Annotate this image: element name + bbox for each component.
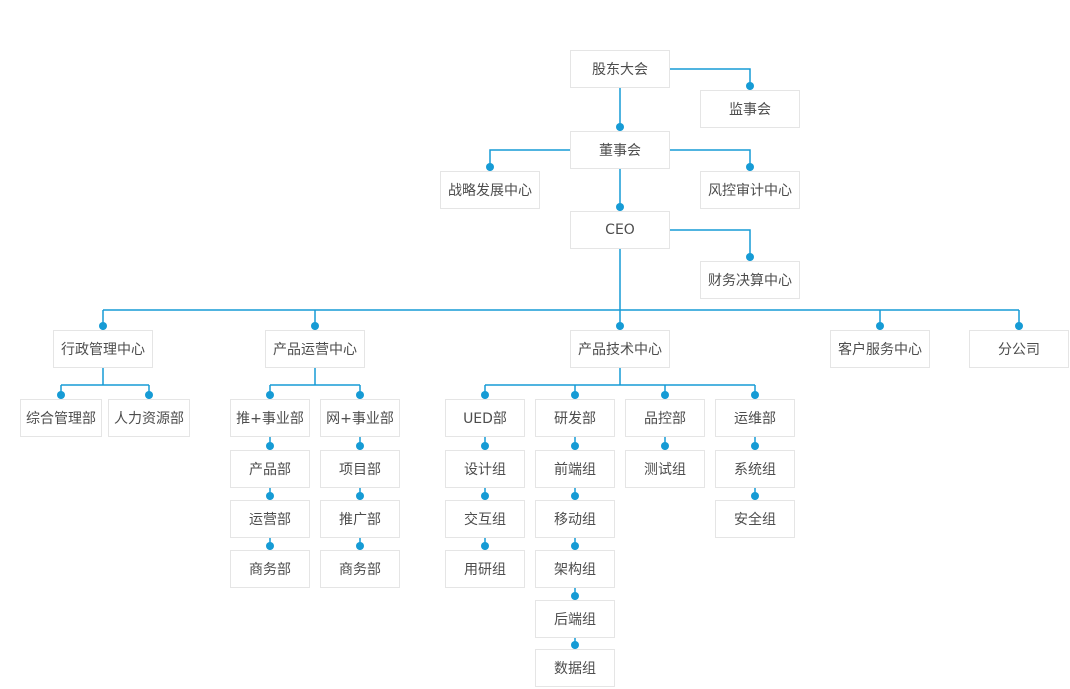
tier-drop-connectors	[102, 309, 1020, 330]
org-node-interaction-group[interactable]: 交互组	[445, 500, 525, 538]
org-node-ceo[interactable]: CEO	[570, 211, 670, 249]
org-node-branch[interactable]: 分公司	[969, 330, 1069, 368]
org-node-design-group[interactable]: 设计组	[445, 450, 525, 488]
org-node-supervisory[interactable]: 监事会	[700, 90, 800, 128]
org-node-research-group[interactable]: 用研组	[445, 550, 525, 588]
org-node-shareholders[interactable]: 股东大会	[570, 50, 670, 88]
org-node-wang-division[interactable]: 网+事业部	[320, 399, 400, 437]
org-node-finance[interactable]: 财务决算中心	[700, 261, 800, 299]
org-node-general-dept[interactable]: 综合管理部	[20, 399, 102, 437]
org-node-qc-dept[interactable]: 品控部	[625, 399, 705, 437]
org-node-product-dept[interactable]: 产品部	[230, 450, 310, 488]
org-node-tech-center[interactable]: 产品技术中心	[570, 330, 670, 368]
org-node-ops-center[interactable]: 产品运营中心	[265, 330, 365, 368]
org-node-operation-dept[interactable]: 运营部	[230, 500, 310, 538]
org-node-board[interactable]: 董事会	[570, 131, 670, 169]
org-node-test-group[interactable]: 测试组	[625, 450, 705, 488]
org-node-security-group[interactable]: 安全组	[715, 500, 795, 538]
org-node-project-dept[interactable]: 项目部	[320, 450, 400, 488]
org-node-strategy[interactable]: 战略发展中心	[440, 171, 540, 209]
org-node-promotion-dept[interactable]: 推广部	[320, 500, 400, 538]
org-node-business-dept-tui[interactable]: 商务部	[230, 550, 310, 588]
org-node-frontend-group[interactable]: 前端组	[535, 450, 615, 488]
org-node-admin-center[interactable]: 行政管理中心	[53, 330, 153, 368]
sub-branch-connectors	[60, 368, 756, 399]
org-node-tui-division[interactable]: 推+事业部	[230, 399, 310, 437]
org-node-om-dept[interactable]: 运维部	[715, 399, 795, 437]
org-node-business-dept-wang[interactable]: 商务部	[320, 550, 400, 588]
org-node-hr-dept[interactable]: 人力资源部	[108, 399, 190, 437]
org-node-ued-dept[interactable]: UED部	[445, 399, 525, 437]
org-node-data-group[interactable]: 数据组	[535, 649, 615, 687]
org-node-risk-audit[interactable]: 风控审计中心	[700, 171, 800, 209]
org-node-mobile-group[interactable]: 移动组	[535, 500, 615, 538]
org-node-service-center[interactable]: 客户服务中心	[830, 330, 930, 368]
org-node-arch-group[interactable]: 架构组	[535, 550, 615, 588]
org-node-backend-group[interactable]: 后端组	[535, 600, 615, 638]
org-node-system-group[interactable]: 系统组	[715, 450, 795, 488]
org-node-rd-dept[interactable]: 研发部	[535, 399, 615, 437]
